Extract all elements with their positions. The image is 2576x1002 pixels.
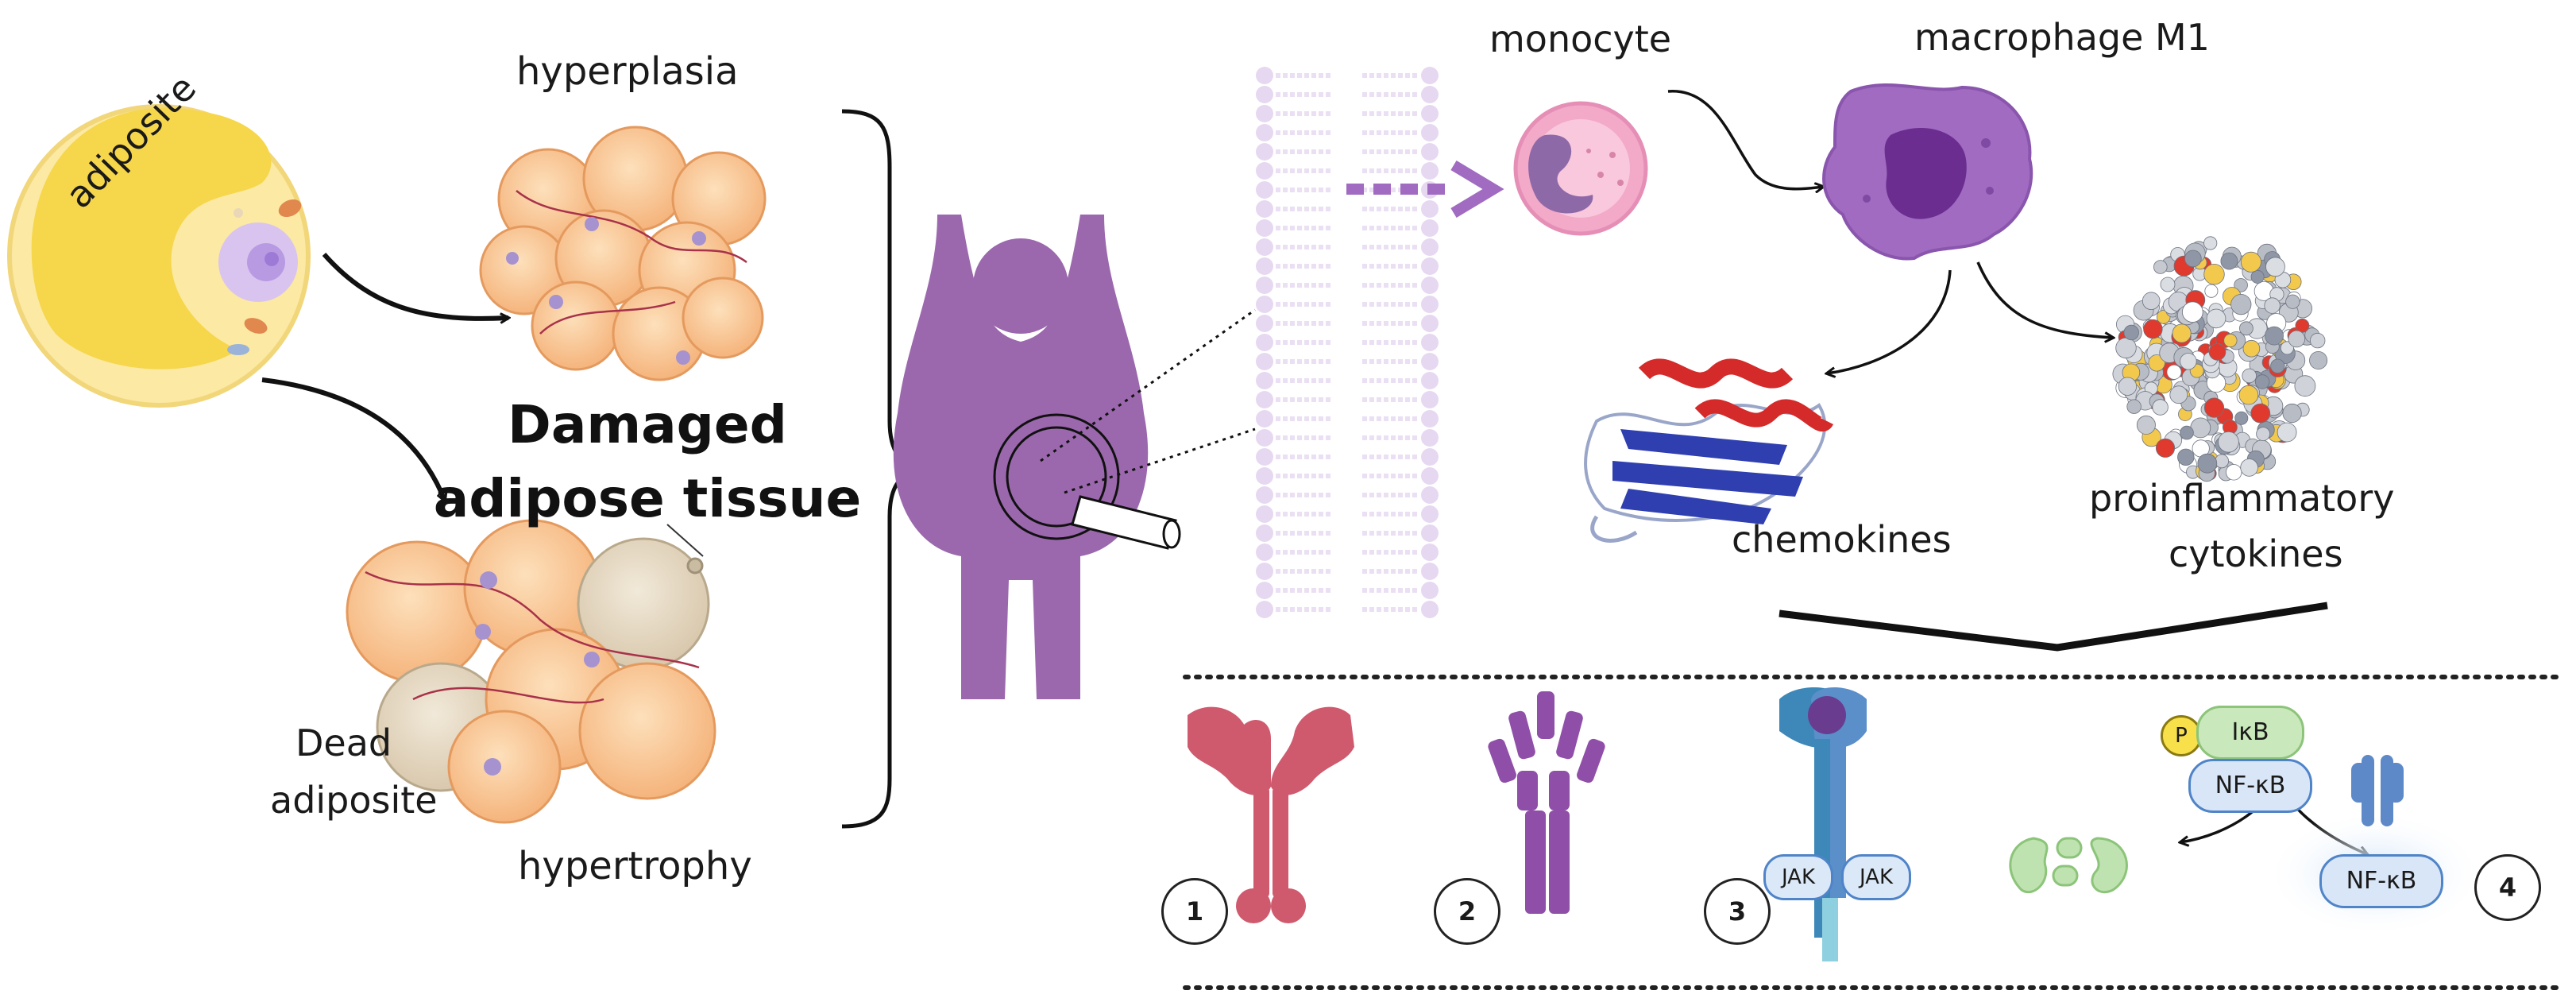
membrane-dimer-icon [2351, 755, 2404, 826]
receptor-1-icon [1188, 706, 1354, 923]
pathway-number-1: 1 [1161, 878, 1228, 945]
degraded-ikb-fragments [2009, 837, 2128, 894]
cytokines-label-line2: cytokines [2169, 532, 2343, 575]
macrophage-cell [1822, 83, 2033, 261]
cytokine-protein-structure [2112, 236, 2328, 482]
lipid-bilayer [1256, 67, 1439, 618]
receptor-2-icon [1488, 691, 1605, 914]
hypertrophy-cluster [346, 519, 716, 824]
damaged-tissue-title-line2: adipose tissue [433, 468, 862, 529]
dead-adiposite-label-line2: adiposite [270, 779, 438, 822]
macrophage-label: macrophage M1 [1914, 16, 2210, 59]
chemokines-label: chemokines [1732, 518, 1952, 561]
receptor-3-icon [1779, 687, 1867, 961]
arrow-to-hyperplasia [322, 253, 508, 319]
obese-body-icon [893, 215, 1149, 699]
hyperplasia-label: hyperplasia [516, 49, 739, 94]
tissue-zoom-ring [993, 413, 1120, 540]
jak-badge-left: JAK [1763, 854, 1833, 900]
arrow-to-cytokines [1976, 261, 2113, 338]
dead-adiposite-label-line1: Dead [295, 722, 392, 764]
ikb-box: IκB [2196, 706, 2304, 760]
hyperplasia-cluster [479, 126, 767, 381]
zoom-line-bottom [1064, 427, 1256, 494]
jak-badge-right: JAK [1841, 854, 1911, 900]
biopsy-needle-icon [1071, 495, 1181, 550]
arrow-monocyte-to-macrophage [1667, 90, 1823, 189]
pathway-number-2: 2 [1434, 878, 1500, 945]
cytokines-label-line1: proinflammatory [2089, 477, 2395, 520]
nfkb-box-top: NF-κB [2188, 759, 2312, 813]
pathway-number-3: 3 [1704, 878, 1771, 945]
migration-arrow [1346, 160, 1504, 219]
damaged-tissue-title-line1: Damaged [508, 394, 787, 455]
monocyte-label: monocyte [1489, 17, 1672, 60]
arrow-to-chemokines [1827, 269, 1952, 373]
adipocyte-cell [7, 104, 311, 408]
hypertrophy-label: hypertrophy [518, 844, 752, 888]
arrow-to-hypertrophy [261, 377, 445, 501]
monocyte-cell [1513, 101, 1648, 236]
nfkb-box-bottom: NF-κB [2319, 854, 2443, 908]
pathway-number-4: 4 [2474, 854, 2541, 921]
phosphate-badge: P [2161, 715, 2202, 756]
chemokine-protein-structure [1584, 358, 1834, 543]
convergence-bracket [1778, 602, 2328, 652]
